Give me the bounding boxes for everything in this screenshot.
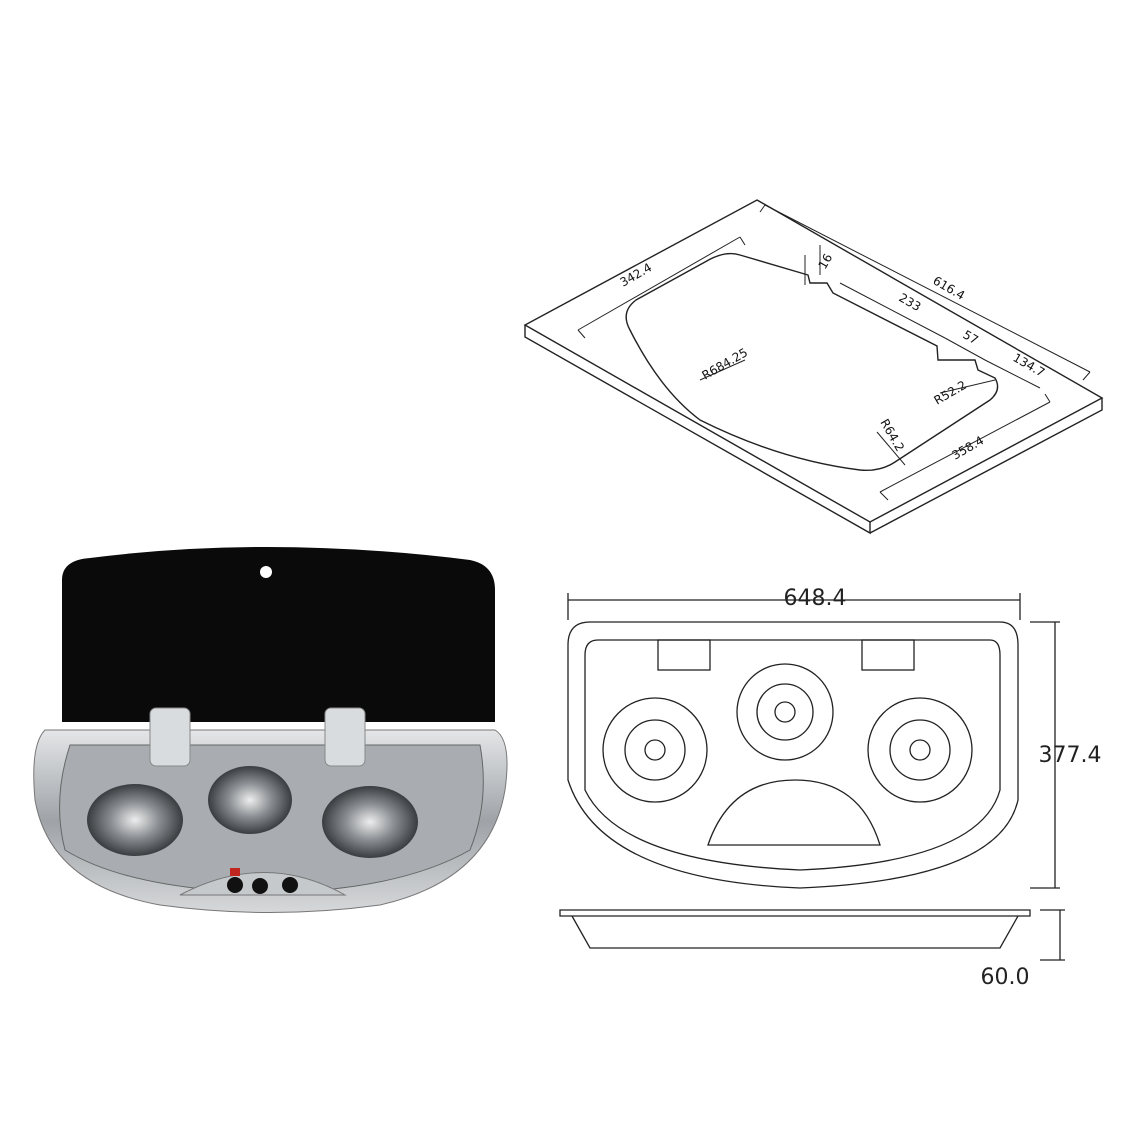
indicator-light xyxy=(230,868,240,876)
hinge-left xyxy=(149,707,191,767)
lid-hole xyxy=(260,566,272,578)
dim-648-4: 648.4 xyxy=(784,586,847,611)
glass-lid xyxy=(62,546,495,722)
knob-2 xyxy=(252,878,268,894)
hinge-right xyxy=(324,707,366,767)
cutout-diagram xyxy=(523,199,1104,535)
plate-edge xyxy=(524,325,1103,535)
top-view-drawing xyxy=(567,593,1060,889)
dimension-lines xyxy=(577,204,1091,501)
burner-right xyxy=(322,786,418,858)
dim-16: 16 xyxy=(815,251,835,271)
dim-57: 57 xyxy=(961,327,981,347)
dim-60-0: 60.0 xyxy=(981,965,1030,990)
knob-3 xyxy=(282,877,298,893)
stove-photo xyxy=(33,546,508,913)
cutout-outline xyxy=(625,252,999,472)
side-view-drawing xyxy=(559,909,1065,961)
dim-616-4: 616.4 xyxy=(931,273,968,302)
burner-left xyxy=(87,784,183,856)
knob-1 xyxy=(227,877,243,893)
dim-377-4: 377.4 xyxy=(1039,743,1102,768)
burner-center xyxy=(208,766,292,834)
